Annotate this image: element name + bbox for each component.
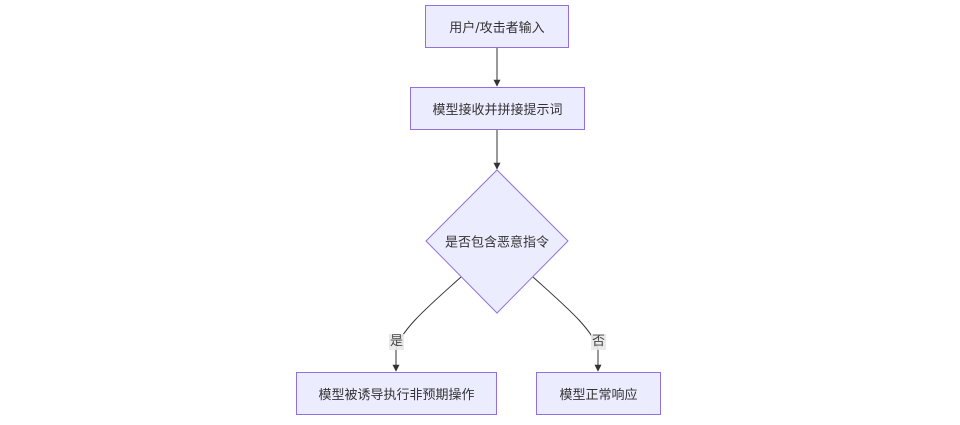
node-model-concat-prompt-label: 模型接收并拼接提示词 — [432, 103, 563, 118]
edge-label-yes: 是 — [389, 334, 405, 350]
edge-check-to-induced — [392, 276, 462, 372]
node-user-input-label: 用户/攻击者输入 — [449, 21, 545, 36]
node-model-induced-label: 模型被诱导执行非预期操作 — [318, 388, 475, 403]
node-model-concat-prompt: 模型接收并拼接提示词 — [410, 87, 585, 130]
decision-label: 是否包含恶意指令 — [444, 235, 550, 251]
node-model-normal-label: 模型正常响应 — [559, 388, 638, 403]
decision-diamond — [425, 169, 569, 314]
node-model-induced: 模型被诱导执行非预期操作 — [296, 372, 497, 415]
edge-check-to-normal — [532, 276, 602, 372]
node-model-normal: 模型正常响应 — [536, 372, 661, 415]
edge-label-no: 否 — [591, 334, 607, 350]
node-user-input: 用户/攻击者输入 — [425, 5, 569, 48]
